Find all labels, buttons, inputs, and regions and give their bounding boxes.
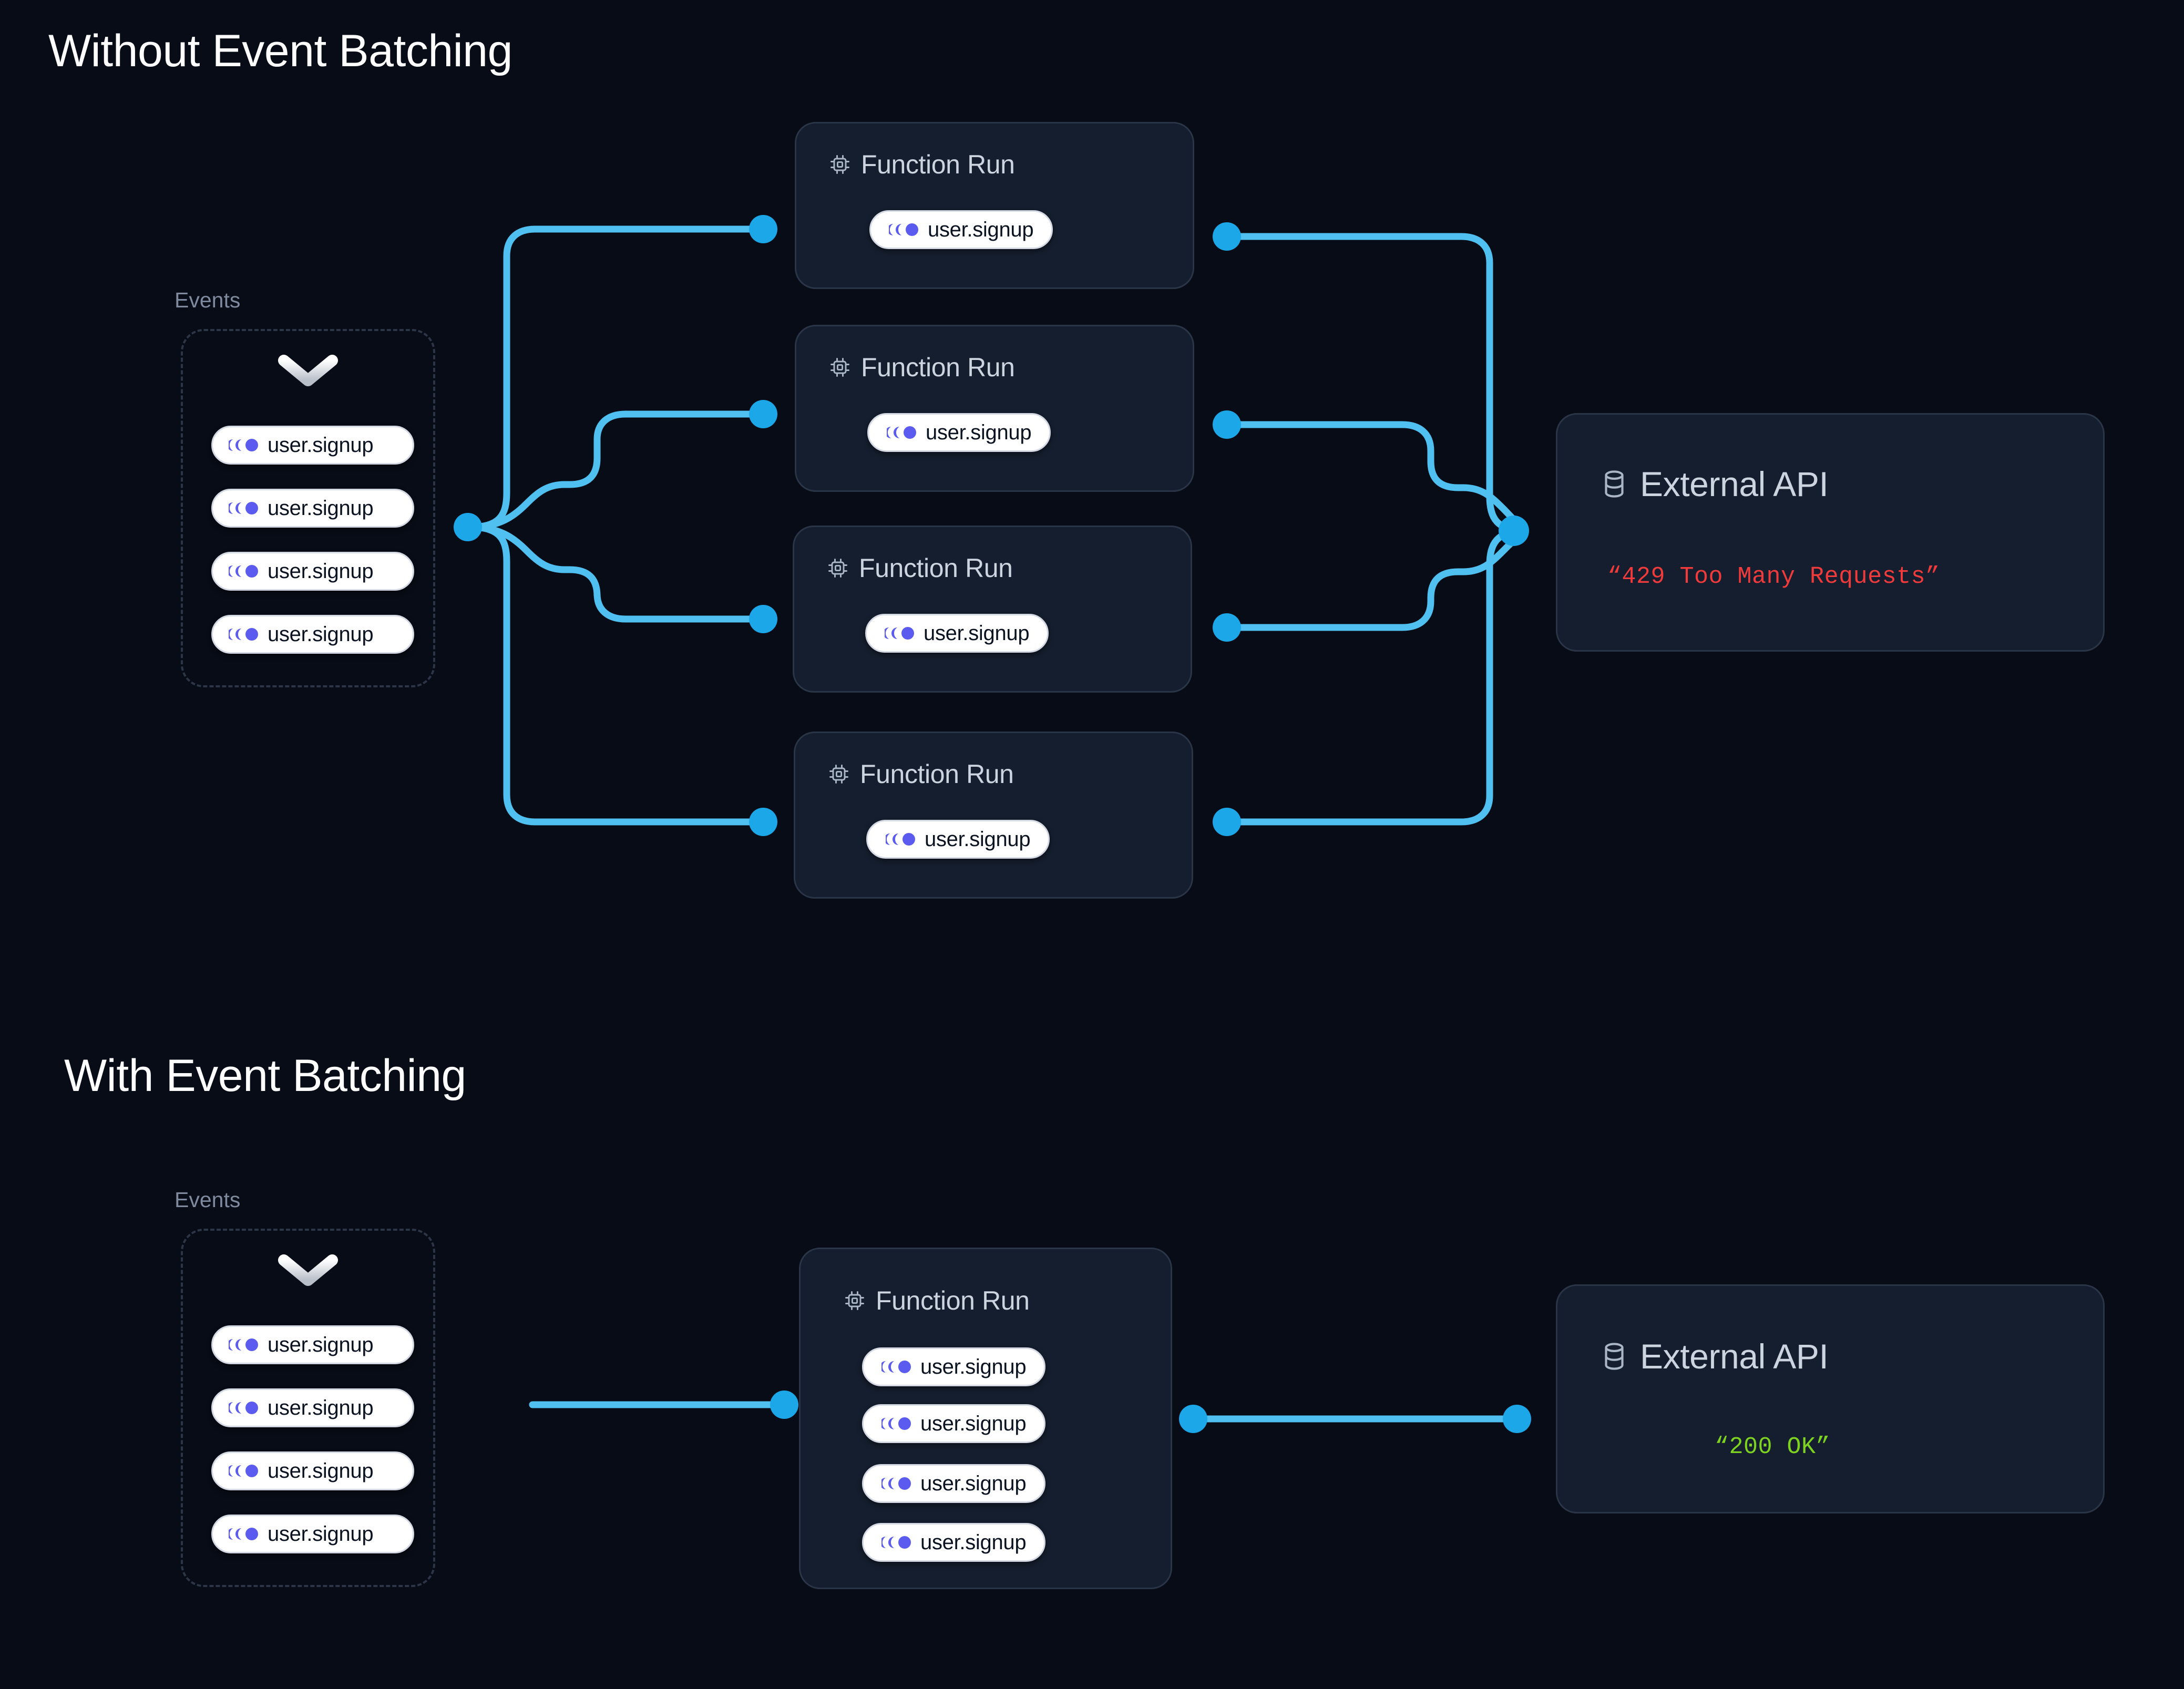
external-api-title: External API <box>1640 1337 1829 1376</box>
function-run-card[interactable] <box>795 122 1194 289</box>
external-api-header: External API <box>1598 1337 1829 1376</box>
event-pill[interactable]: user.signup <box>869 210 1053 249</box>
status-badge: “429 Too Many Requests” <box>1607 563 1940 590</box>
event-pill-label: user.signup <box>268 623 374 646</box>
cpu-icon <box>830 155 849 174</box>
connector-dot <box>770 1391 798 1419</box>
event-pill[interactable]: user.signup <box>862 1347 1046 1386</box>
function-run-header: Function Run <box>828 354 1015 380</box>
event-pill[interactable]: user.signup <box>211 1325 414 1364</box>
connector-dot <box>1499 516 1529 546</box>
event-pill-label: user.signup <box>925 828 1031 851</box>
external-api-header: External API <box>1598 465 1829 503</box>
event-pulse-icon <box>881 1477 911 1490</box>
cpu-icon <box>845 1291 864 1310</box>
event-pill-label: user.signup <box>928 218 1034 241</box>
connector-dot <box>749 808 777 836</box>
function-run-header: Function Run <box>843 1288 1030 1314</box>
chevron-down-icon <box>276 1253 340 1288</box>
connector-dot <box>1179 1405 1207 1433</box>
event-pill[interactable]: user.signup <box>862 1404 1046 1443</box>
event-pulse-icon <box>887 426 916 439</box>
section-title-without: Without Event Batching <box>48 26 512 76</box>
events-container <box>181 329 435 687</box>
event-pulse-icon <box>889 223 918 236</box>
event-pulse-icon <box>881 1361 911 1373</box>
event-pulse-icon <box>229 1338 258 1351</box>
connector-dot <box>749 400 777 428</box>
cpu-icon <box>829 765 848 784</box>
event-pill[interactable]: user.signup <box>211 489 414 528</box>
event-pill-label: user.signup <box>926 421 1032 444</box>
cpu-icon <box>828 559 847 578</box>
event-pill[interactable]: user.signup <box>862 1523 1046 1562</box>
event-pulse-icon <box>886 833 915 846</box>
event-pill-label: user.signup <box>268 497 374 520</box>
events-label: Events <box>175 288 241 312</box>
event-pulse-icon <box>881 1417 911 1430</box>
event-pulse-icon <box>229 565 258 578</box>
function-run-card[interactable] <box>795 325 1194 492</box>
event-pill-label: user.signup <box>268 1396 374 1419</box>
cpu-icon <box>830 358 849 377</box>
connector-dot <box>1213 613 1241 642</box>
status-badge: “200 OK” <box>1715 1434 1831 1460</box>
connector-dot <box>749 215 777 243</box>
function-run-title: Function Run <box>861 353 1015 382</box>
event-pill-label: user.signup <box>920 1531 1027 1554</box>
function-run-card[interactable] <box>794 732 1193 899</box>
event-pill[interactable]: user.signup <box>211 1515 414 1553</box>
external-api-title: External API <box>1640 465 1829 503</box>
chevron-down-icon <box>276 353 340 388</box>
external-api-card[interactable] <box>1556 1284 2105 1513</box>
event-pulse-icon <box>229 628 258 641</box>
event-pill-label: user.signup <box>920 1472 1027 1495</box>
event-pill[interactable]: user.signup <box>211 1388 414 1427</box>
event-pill[interactable]: user.signup <box>211 426 414 465</box>
connector-dot <box>749 605 777 633</box>
event-pulse-icon <box>229 439 258 451</box>
function-run-title: Function Run <box>859 553 1013 583</box>
event-pill[interactable]: user.signup <box>211 1451 414 1490</box>
event-pill[interactable]: user.signup <box>211 552 414 591</box>
event-pill-label: user.signup <box>268 1522 374 1546</box>
event-pill[interactable]: user.signup <box>862 1464 1046 1503</box>
function-run-header: Function Run <box>827 761 1014 787</box>
connector-dot <box>1213 410 1241 439</box>
event-pulse-icon <box>229 1402 258 1414</box>
event-pill-label: user.signup <box>920 1412 1027 1435</box>
connector-dot <box>1503 1405 1531 1433</box>
function-run-header: Function Run <box>828 151 1015 178</box>
events-container <box>181 1229 435 1587</box>
event-pill[interactable]: user.signup <box>866 820 1050 859</box>
function-run-title: Function Run <box>861 150 1015 179</box>
event-pill-label: user.signup <box>268 560 374 583</box>
event-pill-label: user.signup <box>924 622 1030 645</box>
event-pill[interactable]: user.signup <box>865 614 1049 653</box>
event-pulse-icon <box>881 1536 911 1549</box>
event-pill[interactable]: user.signup <box>211 615 414 654</box>
event-pill-label: user.signup <box>920 1355 1027 1378</box>
event-pill-label: user.signup <box>268 1459 374 1482</box>
connector-dot <box>1213 808 1241 836</box>
event-pill[interactable]: user.signup <box>867 413 1051 452</box>
event-pulse-icon <box>229 1465 258 1477</box>
external-api-card[interactable] <box>1556 413 2105 652</box>
section-title-with: With Event Batching <box>64 1051 466 1101</box>
function-run-title: Function Run <box>876 1286 1030 1315</box>
database-icon <box>1605 1343 1624 1370</box>
function-run-title: Function Run <box>860 759 1014 789</box>
event-pulse-icon <box>885 627 914 640</box>
connector-dot <box>454 513 482 541</box>
database-icon <box>1605 470 1624 498</box>
event-pulse-icon <box>229 502 258 514</box>
event-pill-label: user.signup <box>268 1333 374 1356</box>
function-run-card[interactable] <box>793 526 1192 693</box>
events-label: Events <box>175 1188 241 1212</box>
event-pill-label: user.signup <box>268 434 374 457</box>
connector-dot <box>1213 222 1241 251</box>
event-pulse-icon <box>229 1528 258 1540</box>
function-run-header: Function Run <box>826 555 1013 581</box>
